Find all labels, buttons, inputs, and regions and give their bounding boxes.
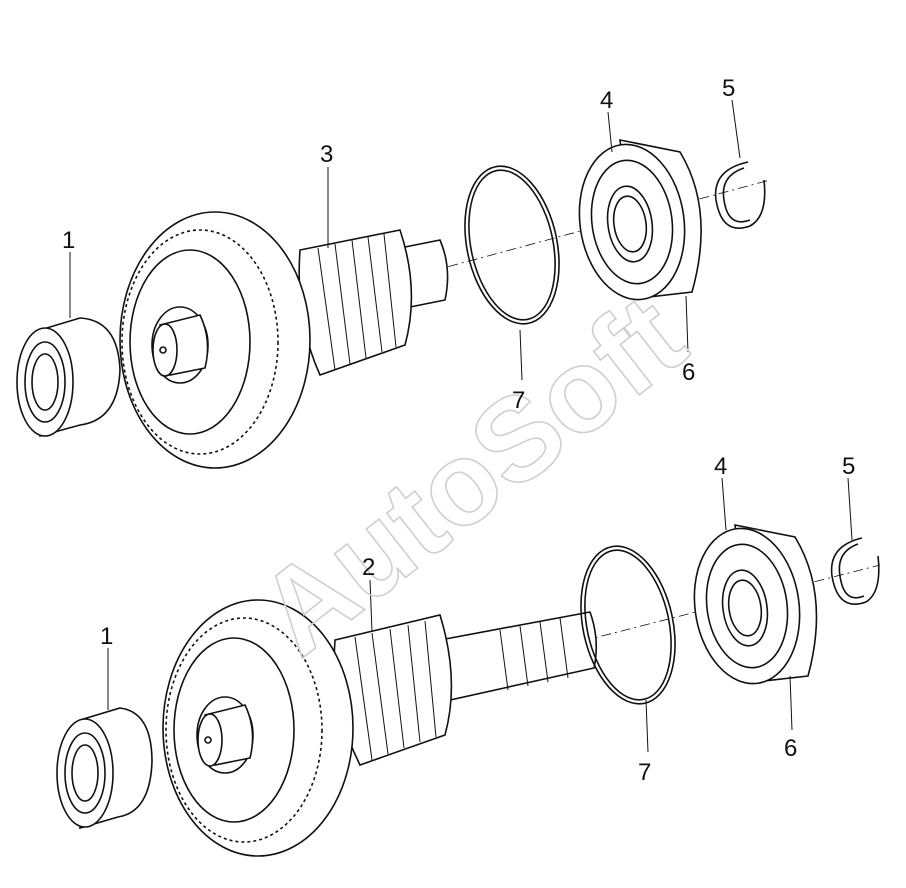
lower-circlip (830, 537, 880, 605)
upper-circlip (714, 161, 766, 229)
lower-ball-bearing (693, 523, 818, 685)
callout-upper-6: 6 (682, 359, 695, 386)
callout-lower-7: 7 (638, 759, 651, 786)
callout-upper-5: 5 (722, 75, 735, 102)
callout-labels: 1 3 4 5 6 7 1 2 4 5 6 7 (62, 75, 855, 786)
callout-lower-2: 2 (362, 554, 375, 581)
callout-upper-3: 3 (320, 141, 333, 168)
lower-roller-bearing (56, 707, 153, 830)
lower-splined-shaft (439, 611, 598, 701)
upper-ball-bearing (578, 138, 702, 301)
callout-upper-1: 1 (62, 227, 75, 254)
callout-lower-5: 5 (842, 453, 855, 480)
callout-lower-4: 4 (714, 453, 727, 480)
upper-roller-bearing (16, 317, 121, 438)
upper-assembly (16, 99, 771, 469)
callout-upper-4: 4 (600, 87, 613, 114)
lower-assembly (56, 477, 881, 857)
lower-leader-lines (107, 477, 853, 753)
upper-leader-lines (69, 99, 741, 381)
lower-snap-ring (580, 545, 676, 705)
upper-gear-shaft (119, 211, 449, 469)
callout-upper-7: 7 (512, 387, 525, 414)
callout-lower-6: 6 (784, 735, 797, 762)
lower-gear-shaft (162, 599, 453, 857)
upper-snap-ring (464, 165, 560, 325)
callout-lower-1: 1 (100, 623, 113, 650)
